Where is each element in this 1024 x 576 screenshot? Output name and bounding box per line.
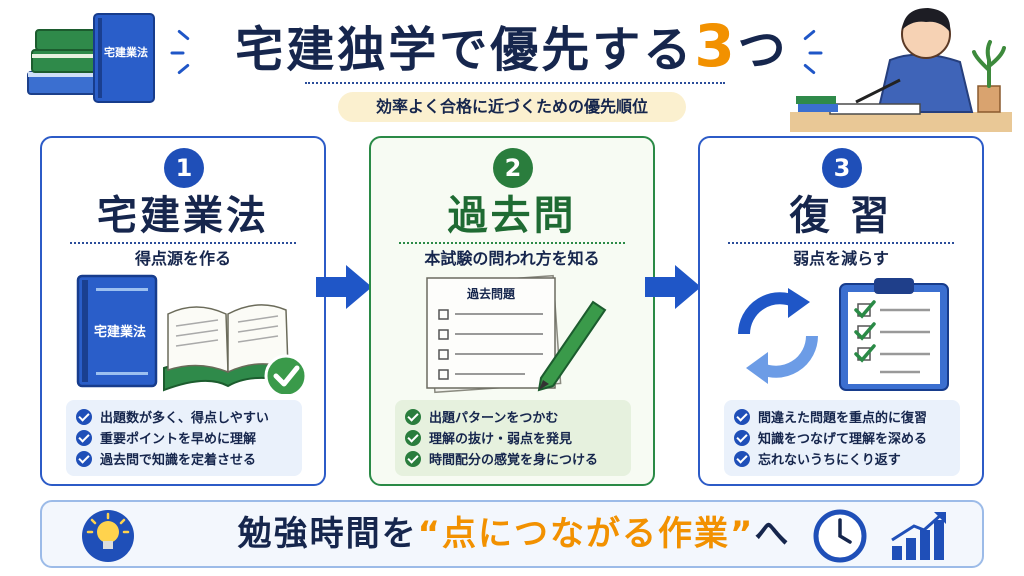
- title-number: 3: [694, 12, 738, 80]
- refresh-cycle-icon: [738, 288, 818, 384]
- book-stack-illustration: 宅建業法: [27, 13, 155, 103]
- card-1-point-list: 出題数が多く、得点しやすい 重要ポイントを早めに理解 過去問で知識を定着させる: [66, 400, 302, 476]
- banner-highlight: “点につながる作業”: [417, 514, 755, 554]
- title-main: 宅建独学で優先する: [235, 22, 695, 78]
- card-3-divider: [728, 242, 954, 244]
- law-book-label: 宅建業法: [94, 324, 146, 340]
- book-stack-label: 宅建業法: [104, 45, 148, 59]
- list-item: 忘れないうちにくり返す: [734, 448, 950, 469]
- card-2-title: 過去問: [447, 193, 577, 239]
- check-circle-icon: [76, 408, 92, 425]
- title-underline: [305, 82, 725, 84]
- check-circle-icon: [405, 450, 421, 467]
- list-item-text: 重要ポイントを早めに理解: [100, 432, 257, 447]
- review-cycle-illustration: [738, 278, 949, 391]
- list-item-text: 時間配分の感覚を身につける: [429, 453, 599, 468]
- list-item: 時間配分の感覚を身につける: [405, 448, 621, 469]
- card-1-number-badge: 1: [164, 148, 204, 188]
- checklist-clipboard-icon: [839, 278, 949, 391]
- card-3-point-list: 間違えた問題を重点的に復習 知識をつなげて理解を深める 忘れないうちにくり返す: [724, 400, 960, 476]
- clock-icon: [813, 509, 867, 563]
- bottom-banner: 勉強時間を“点につながる作業”へ: [40, 500, 984, 568]
- check-circle-icon: [734, 408, 750, 425]
- check-circle-icon: [734, 450, 750, 467]
- check-circle-icon: [76, 429, 92, 446]
- page-subtitle: 効率よく合格に近づくための優先順位: [338, 92, 686, 122]
- arrow-right-icon: [316, 265, 372, 309]
- page-title: 宅建独学で優先する3つ: [0, 16, 1024, 80]
- lightbulb-icon: [82, 510, 134, 562]
- student-studying-illustration: [790, 8, 1012, 132]
- list-item: 間違えた問題を重点的に復習: [734, 406, 950, 427]
- card-2-subtitle: 本試験の問われ方を知る: [424, 249, 600, 268]
- list-item-text: 出題パターンをつかむ: [429, 411, 559, 426]
- banner-suffix: へ: [754, 514, 791, 554]
- past-exam-paper-illustration: 過去問題: [426, 274, 607, 394]
- check-circle-icon: [405, 429, 421, 446]
- card-2-point-list: 出題パターンをつかむ 理解の抜け・弱点を発見 時間配分の感覚を身につける: [395, 400, 631, 476]
- priority-card-3: 3 復 習 弱点を減らす 間違えた問題を重点的に復習 知識をつなげて理解を深める…: [698, 136, 984, 486]
- card-2-number-badge: 2: [493, 148, 533, 188]
- list-item-text: 間違えた問題を重点的に復習: [758, 411, 928, 426]
- list-item: 出題数が多く、得点しやすい: [76, 406, 292, 427]
- list-item: 理解の抜け・弱点を発見: [405, 427, 621, 448]
- list-item-text: 過去問で知識を定着させる: [100, 453, 257, 468]
- list-item: 出題パターンをつかむ: [405, 406, 621, 427]
- banner-prefix: 勉強時間を: [237, 514, 418, 554]
- check-circle-icon: [734, 429, 750, 446]
- check-circle-icon: [76, 450, 92, 467]
- priority-card-2: 2 過去問 本試験の問われ方を知る 過去問題 出題パターンをつかむ 理解の抜け・…: [369, 136, 655, 486]
- card-3-title: 復 習: [789, 193, 893, 239]
- list-item-text: 理解の抜け・弱点を発見: [429, 432, 573, 447]
- list-item-text: 知識をつなげて理解を深める: [758, 432, 928, 447]
- priority-card-1: 1 宅建業法 得点源を作る 宅建業法 出題数が多く、得点しやすい 重要ポイントを…: [40, 136, 326, 486]
- card-1-subtitle: 得点源を作る: [134, 249, 231, 268]
- card-2-divider: [399, 242, 625, 244]
- check-circle-icon: [405, 408, 421, 425]
- card-3-subtitle: 弱点を減らす: [793, 249, 889, 268]
- list-item: 重要ポイントを早めに理解: [76, 427, 292, 448]
- list-item-text: 出題数が多く、得点しやすい: [100, 411, 269, 426]
- title-suffix: つ: [737, 22, 789, 78]
- arrow-right-icon: [645, 265, 701, 309]
- card-1-title: 宅建業法: [97, 193, 269, 239]
- list-item: 知識をつなげて理解を深める: [734, 427, 950, 448]
- growth-chart-icon: [891, 512, 946, 560]
- list-item-text: 忘れないうちにくり返す: [758, 453, 901, 468]
- card-1-divider: [70, 242, 296, 244]
- paper-label: 過去問題: [466, 286, 516, 301]
- list-item: 過去問で知識を定着させる: [76, 448, 292, 469]
- banner-message: 勉強時間を“点につながる作業”へ: [42, 502, 986, 566]
- law-book-illustration: 宅建業法: [76, 274, 308, 394]
- card-3-number-badge: 3: [822, 148, 862, 188]
